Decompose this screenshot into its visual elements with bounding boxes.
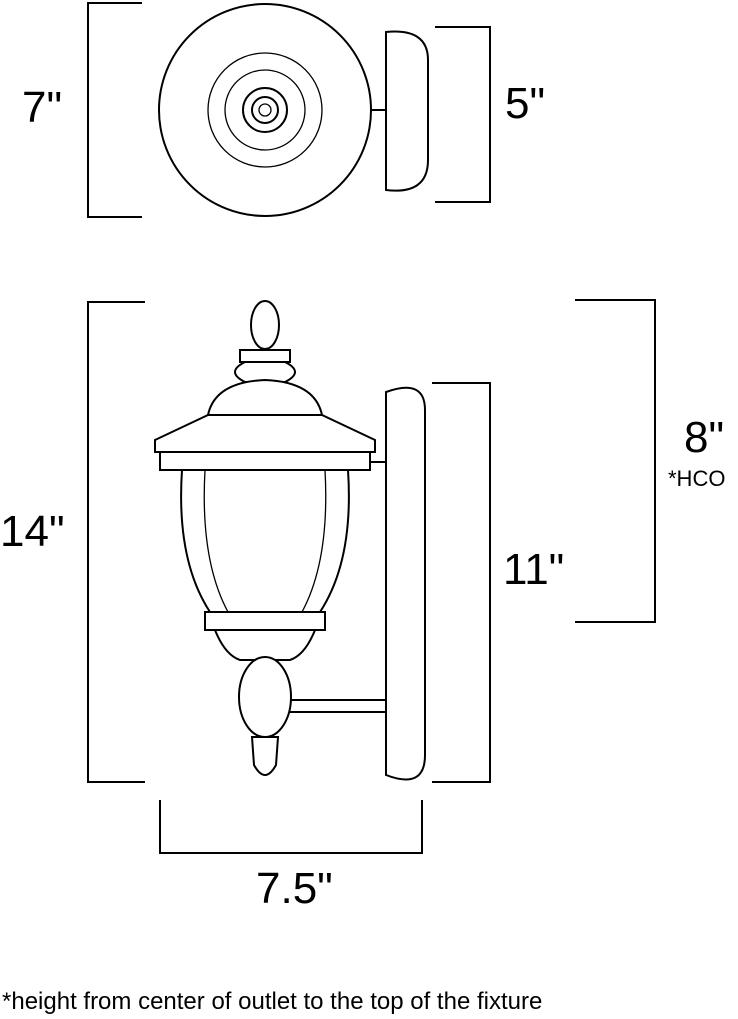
extension-dimension-bracket xyxy=(159,800,423,854)
backplate-dimension-bracket xyxy=(432,382,491,783)
width-dimension-bracket xyxy=(87,2,142,218)
height-dimension-bracket xyxy=(87,301,145,783)
side-backplate xyxy=(385,30,429,192)
lantern-ball xyxy=(238,656,292,738)
lantern xyxy=(154,300,426,781)
lantern-roof xyxy=(154,414,376,453)
extension-label: 7.5" xyxy=(256,864,333,913)
hco-dimension-bracket xyxy=(575,299,656,623)
hco-label: 8" xyxy=(684,413,724,462)
flower-rosette xyxy=(207,52,323,168)
hco-abbrev: *HCO xyxy=(668,466,725,491)
top-view: 7" 5" xyxy=(22,2,545,218)
depth-label: 5" xyxy=(505,79,545,128)
lantern-tip xyxy=(250,736,280,776)
finial xyxy=(250,300,280,350)
depth-dimension-bracket xyxy=(435,26,491,203)
front-view: 14" 11" 8" *HCO 7.5" xyxy=(0,299,725,913)
height-label: 14" xyxy=(0,507,65,556)
width-label: 7" xyxy=(22,83,62,132)
backplate-label: 11" xyxy=(503,545,564,594)
wall-backplate xyxy=(385,386,426,781)
footnote: *height from center of outlet to the top… xyxy=(2,988,542,1015)
lantern-dome xyxy=(206,378,324,416)
